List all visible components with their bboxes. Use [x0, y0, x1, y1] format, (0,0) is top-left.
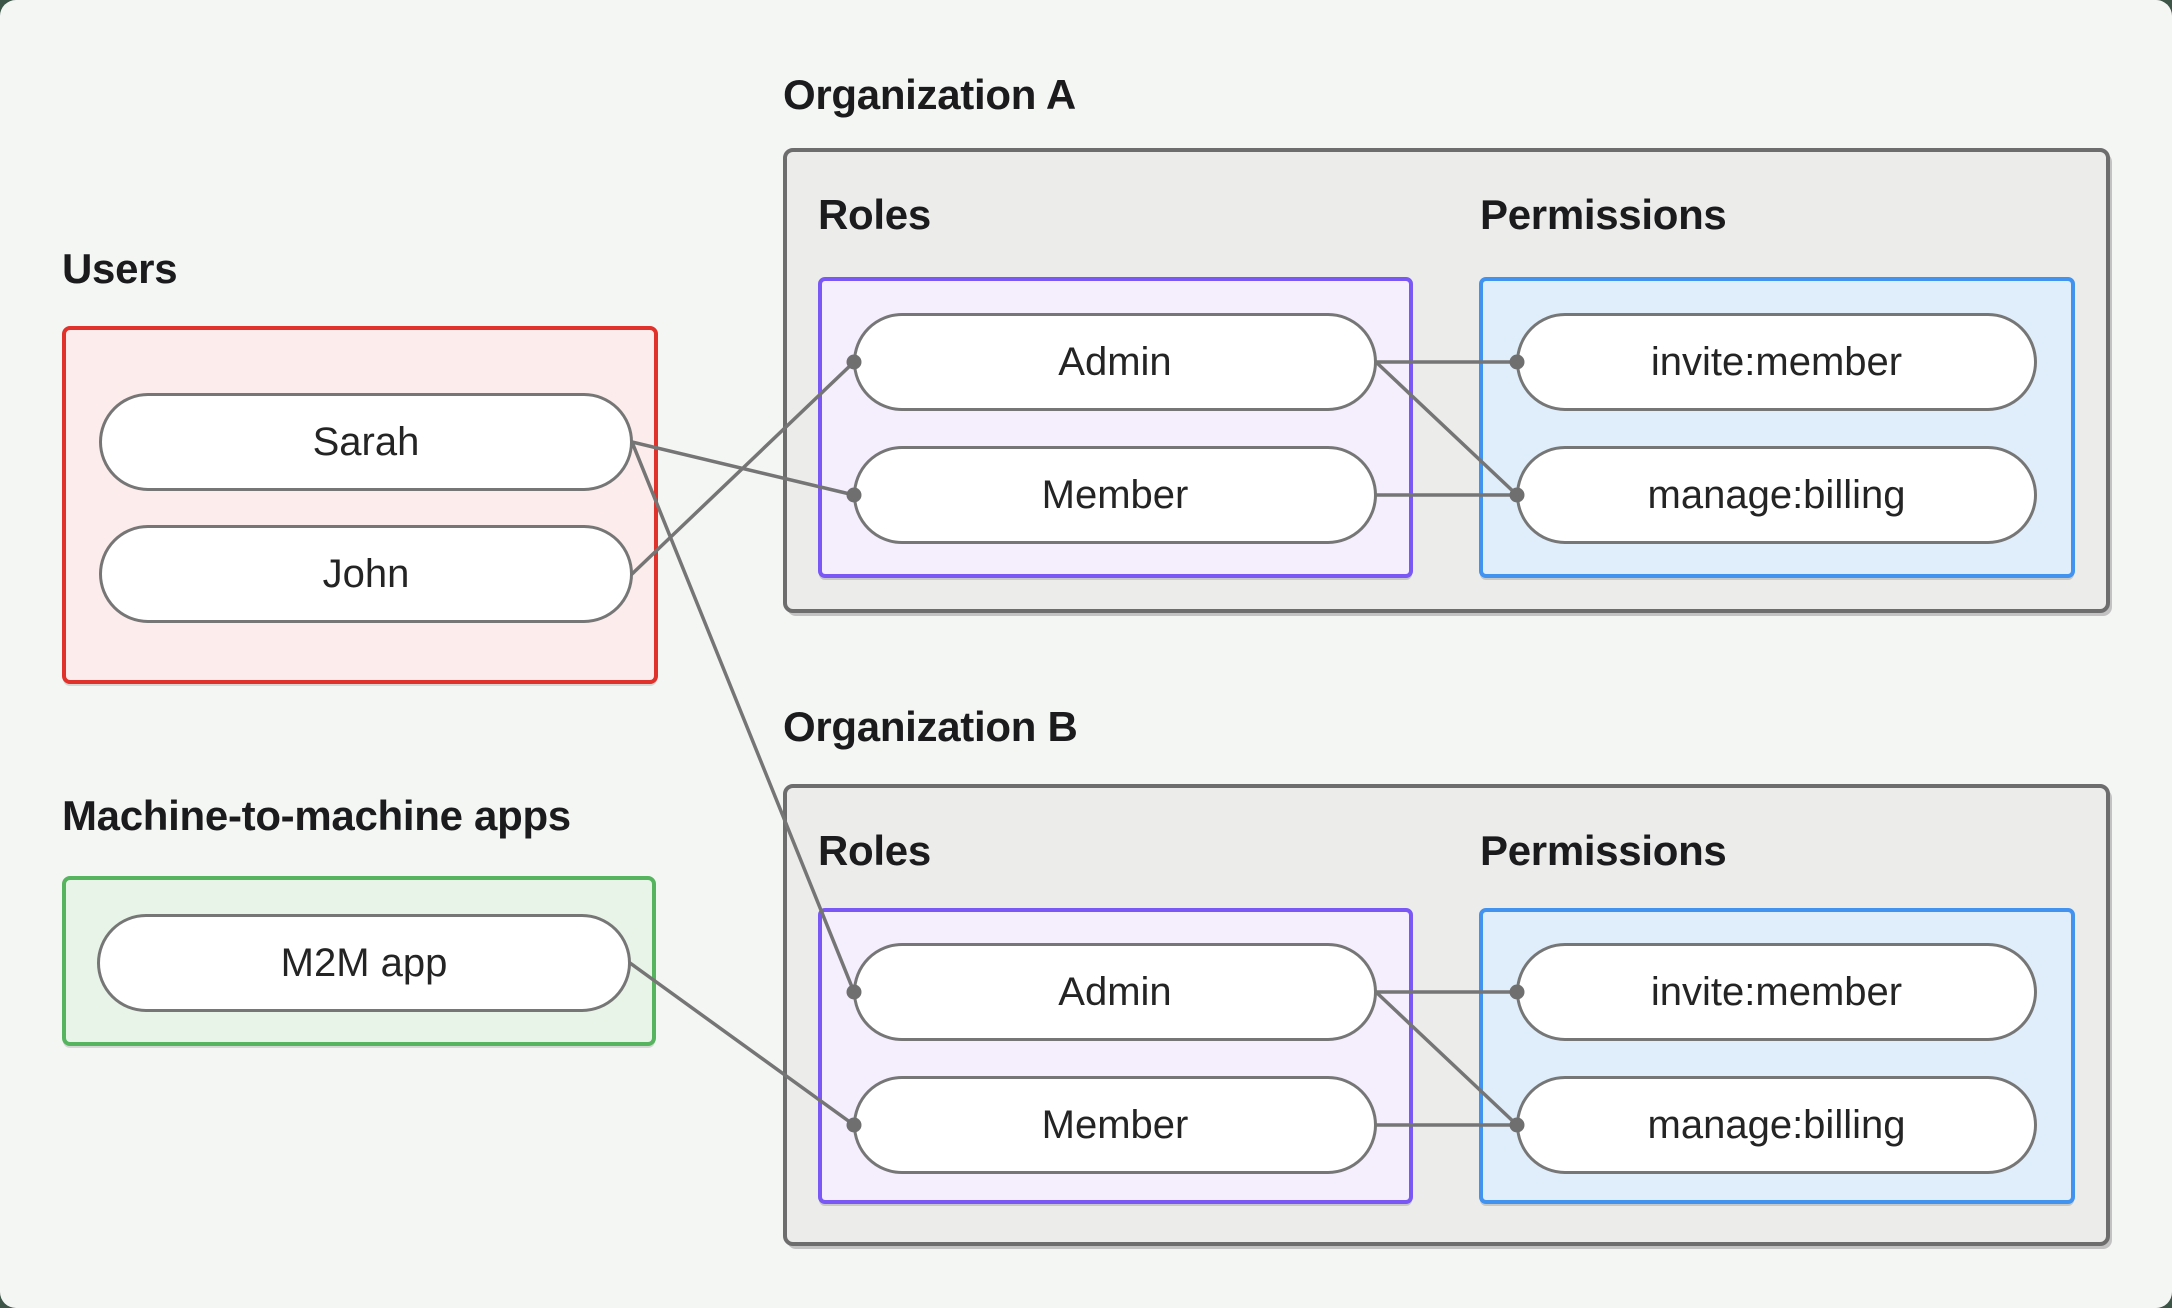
- org-b-permission-invite-member-label: invite:member: [1650, 969, 1903, 1014]
- org-b-roles-label: Roles: [818, 827, 931, 874]
- org-b-role-member-label: Member: [1041, 1102, 1189, 1147]
- user-pill-sarah: Sarah: [99, 393, 633, 491]
- m2m-app-pill: M2M app: [97, 914, 631, 1012]
- org-a-permission-pill-invite-member: invite:member: [1516, 313, 2037, 411]
- user-pill-john-label: John: [322, 551, 410, 596]
- org-a-role-admin-label: Admin: [1058, 339, 1172, 384]
- org-a-roles-label: Roles: [818, 191, 931, 238]
- org-a-permission-invite-member-label: invite:member: [1650, 339, 1903, 384]
- org-b-title: Organization B: [783, 703, 1078, 750]
- m2m-app-pill-label: M2M app: [280, 940, 448, 985]
- users-group-box: [62, 326, 658, 684]
- org-b-permission-manage-billing-label: manage:billing: [1647, 1102, 1906, 1147]
- org-a-permissions-label: Permissions: [1480, 191, 1727, 238]
- users-group-title: Users: [62, 245, 178, 292]
- org-a-title: Organization A: [783, 71, 1076, 118]
- org-a-role-pill-admin: Admin: [853, 313, 1377, 411]
- org-a-role-pill-member: Member: [853, 446, 1377, 544]
- org-a-permission-manage-billing-label: manage:billing: [1647, 472, 1906, 517]
- org-b-permission-pill-invite-member: invite:member: [1516, 943, 2037, 1041]
- org-b-role-admin-label: Admin: [1058, 969, 1172, 1014]
- user-pill-john: John: [99, 525, 633, 623]
- m2m-group-title: Machine-to-machine apps: [62, 792, 571, 839]
- org-b-role-pill-admin: Admin: [853, 943, 1377, 1041]
- user-pill-sarah-label: Sarah: [312, 419, 420, 464]
- org-b-role-pill-member: Member: [853, 1076, 1377, 1174]
- org-a-permission-pill-manage-billing: manage:billing: [1516, 446, 2037, 544]
- org-a-role-member-label: Member: [1041, 472, 1189, 517]
- org-b-permission-pill-manage-billing: manage:billing: [1516, 1076, 2037, 1174]
- org-b-permissions-label: Permissions: [1480, 827, 1727, 874]
